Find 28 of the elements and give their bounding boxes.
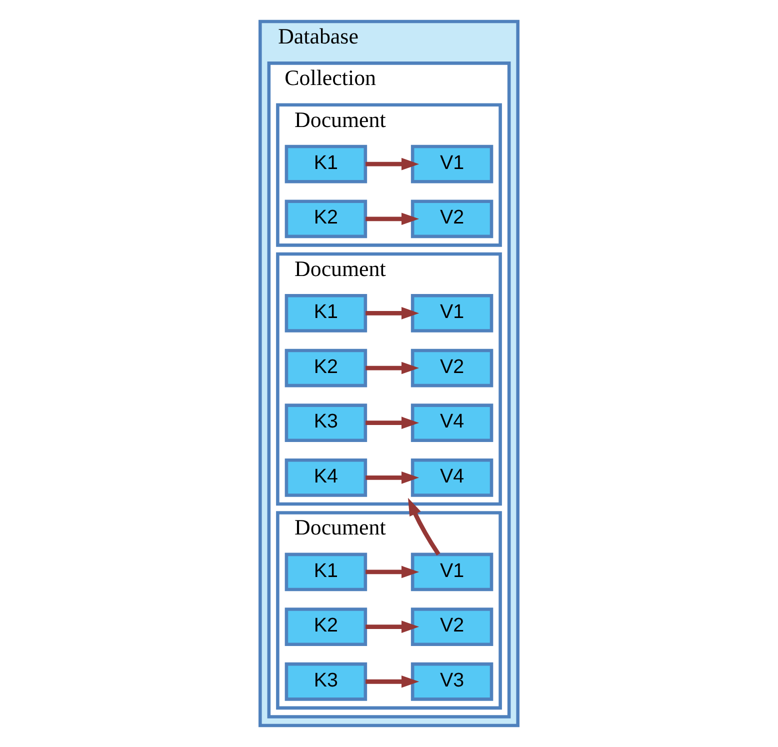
arrow [366,675,420,688]
arrow [366,416,420,429]
node-box: V2 [410,348,494,388]
node-box: K3 [284,662,368,701]
node-box: V1 [410,294,494,332]
node-box: K1 [284,552,368,592]
node-box: K2 [284,348,368,388]
node-box: K4 [284,458,368,497]
node-box: K2 [284,608,368,646]
arrow [366,212,420,226]
arrow [408,498,440,556]
node-box: V4 [410,458,494,497]
node-box: V2 [410,200,494,238]
node-box: V3 [410,662,494,701]
node-box: K1 [284,294,368,332]
node-box: K1 [284,144,368,184]
node-box: V1 [410,144,494,184]
arrow [366,362,420,374]
node-box: V4 [410,404,494,442]
node-box: V2 [410,608,494,646]
node-box: K2 [284,200,368,238]
node-box: K3 [284,404,368,442]
node-box: V1 [410,552,494,592]
arrow [366,307,420,320]
arrow [366,620,420,633]
arrow [366,472,420,484]
arrow [366,566,420,578]
arrow [366,158,420,170]
